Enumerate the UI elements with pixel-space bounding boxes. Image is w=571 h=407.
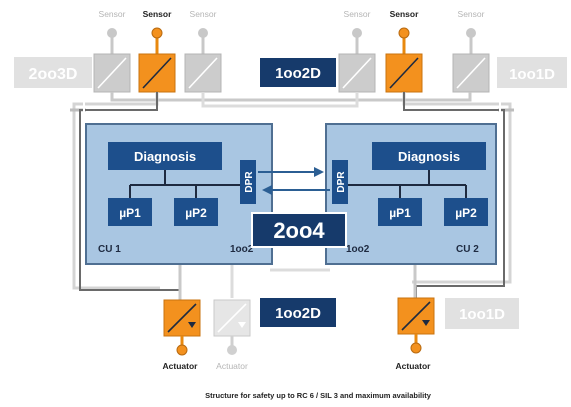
sensor-label-right-1: Sensor: [344, 9, 371, 19]
control-unit-2: Diagnosis µP1 µP2 DPR 1oo2 CU 2: [325, 123, 497, 265]
sensor-probes: [107, 27, 476, 54]
sensor-probe-icon: [107, 28, 117, 54]
dpr-exchange-arrows: [258, 167, 330, 195]
badge-bottom-1oo1d: 1oo1D: [445, 298, 519, 329]
actuator-box-icon: [213, 299, 251, 337]
cu1-p1-label: µP1: [119, 206, 141, 220]
sensor-probe-icon: [151, 27, 163, 54]
sensor-labels: Sensor Sensor Sensor Sensor Sensor Senso…: [99, 9, 485, 19]
badge-top-1oo1d-label: 1oo1D: [509, 66, 555, 83]
cu1-p2-label: µP2: [185, 206, 207, 220]
cu1-diagnosis-label: Diagnosis: [134, 149, 196, 164]
cu1-mode-label: 1oo2: [230, 244, 254, 255]
diagram-caption: Structure for safety up to RC 6 / SIL 3 …: [205, 391, 432, 400]
bus-wiring: [70, 92, 514, 300]
actuator-probe-icon: [227, 336, 237, 355]
actuator-boxes: [163, 297, 435, 337]
cu2-diagnosis-label: Diagnosis: [398, 149, 460, 164]
actuator-probe-icon: [410, 334, 422, 354]
cu2-name-label: CU 2: [456, 244, 479, 255]
cu2-p2-label: µP2: [455, 206, 477, 220]
sensor-box-icon: [93, 53, 131, 93]
sensor-box-icon: [452, 53, 490, 93]
sensor-label-left-3: Sensor: [190, 9, 217, 19]
actuator-probe-icon: [176, 336, 188, 356]
sensor-box-icon: [338, 53, 376, 93]
badge-2oo4-label: 2oo4: [273, 218, 325, 243]
sensor-box-icon: [138, 53, 176, 93]
actuator-labels: Actuator Actuator Actuator: [163, 361, 432, 371]
sensor-probe-icon: [352, 28, 362, 54]
sensor-boxes: [93, 53, 490, 93]
cu2-dpr-label: DPR: [336, 171, 347, 193]
actuator-label-3: Actuator: [396, 361, 432, 371]
cu1-name-label: CU 1: [98, 244, 121, 255]
sensor-label-right-2: Sensor: [390, 9, 420, 19]
badge-2oo4: 2oo4: [251, 212, 347, 248]
cu2-mode-label: 1oo2: [346, 244, 370, 255]
badge-2oo3d-label: 2oo3D: [29, 66, 78, 83]
sensor-label-left-1: Sensor: [99, 9, 126, 19]
badge-bottom-1oo1d-label: 1oo1D: [459, 306, 505, 323]
badge-bottom-1oo2d: 1oo2D: [260, 298, 336, 327]
badge-bottom-1oo2d-label: 1oo2D: [275, 305, 321, 322]
badge-top-1oo2d: 1oo2D: [260, 58, 336, 87]
sensor-label-left-2: Sensor: [143, 9, 173, 19]
actuator-label-2: Actuator: [216, 361, 248, 371]
sensor-box-icon: [385, 53, 423, 93]
badge-top-1oo2d-label: 1oo2D: [275, 65, 321, 82]
actuator-box-icon: [397, 297, 435, 335]
actuator-label-1: Actuator: [163, 361, 199, 371]
badge-2oo3d: 2oo3D: [14, 57, 92, 88]
cu1-dpr-label: DPR: [244, 171, 255, 193]
sensor-label-right-3: Sensor: [458, 9, 485, 19]
control-unit-1: Diagnosis µP1 µP2 DPR CU 1 1oo2: [85, 123, 273, 265]
cu2-p1-label: µP1: [389, 206, 411, 220]
sensor-box-icon: [184, 53, 222, 93]
badge-top-1oo1d: 1oo1D: [497, 57, 567, 88]
actuator-probes: [176, 334, 422, 356]
sensor-probe-icon: [398, 27, 410, 54]
sensor-probe-icon: [466, 28, 476, 54]
actuator-box-icon: [163, 299, 201, 337]
sensor-probe-icon: [198, 28, 208, 54]
